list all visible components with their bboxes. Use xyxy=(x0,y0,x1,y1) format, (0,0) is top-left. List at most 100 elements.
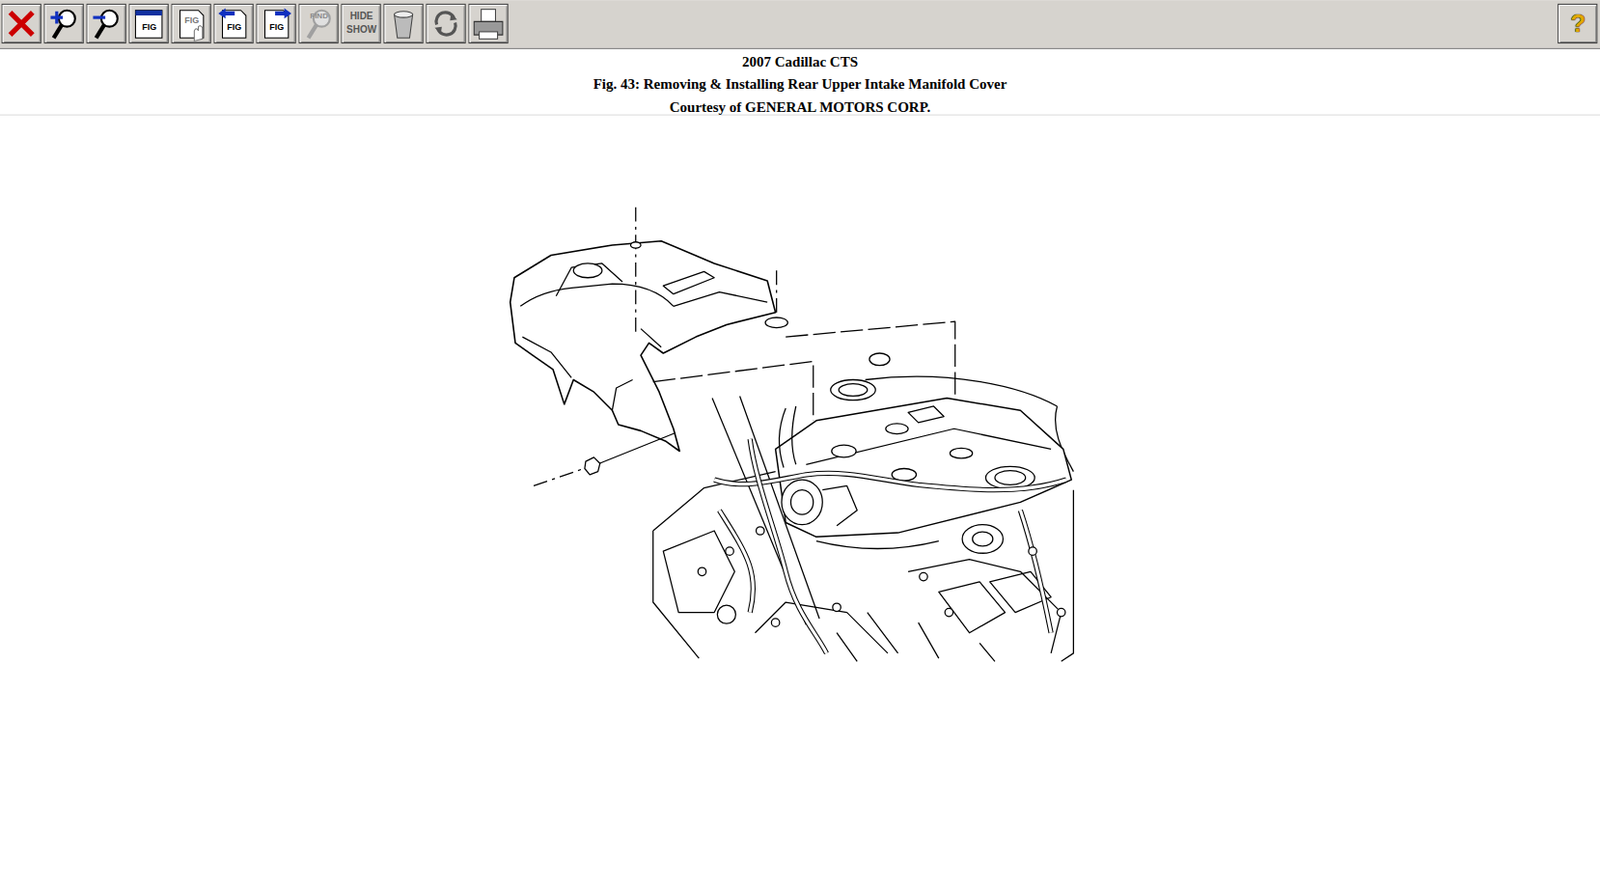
printer-out xyxy=(479,31,498,39)
bolt-hole xyxy=(885,423,909,435)
button-bevel xyxy=(172,4,210,42)
button-bevel xyxy=(87,4,125,42)
window-bar xyxy=(135,10,162,16)
button-face xyxy=(426,3,466,43)
button-face xyxy=(1,3,41,43)
toolbar-button xyxy=(86,3,126,43)
leader-dash xyxy=(634,207,636,337)
wire-harness xyxy=(1020,510,1051,634)
toolbar-button xyxy=(44,3,83,43)
toolbar-button xyxy=(256,3,296,43)
button-bevel xyxy=(130,4,167,42)
button-shadow xyxy=(173,5,210,42)
throttle-housing xyxy=(822,485,857,525)
pulley xyxy=(717,605,736,624)
icon-text: FIG xyxy=(226,22,242,31)
button-face xyxy=(171,3,211,43)
button-shadow xyxy=(343,5,380,42)
button-bevel xyxy=(342,4,380,42)
button-shadow xyxy=(428,5,465,42)
button-shadow xyxy=(258,5,295,42)
toolbar-button xyxy=(129,3,168,43)
arrow-right xyxy=(275,8,292,20)
plenum-port xyxy=(838,384,868,397)
toolbar-edge xyxy=(0,48,1600,50)
leader-dash xyxy=(653,360,814,420)
button-bevel xyxy=(45,4,83,42)
toolbar-button xyxy=(214,3,253,43)
cover-slot xyxy=(662,271,715,294)
fastener xyxy=(725,547,734,555)
wire-harness xyxy=(749,439,827,654)
leader-line xyxy=(597,432,676,465)
button-face xyxy=(44,3,83,43)
cap xyxy=(869,353,890,366)
credit-line: Courtesy of GENERAL MOTORS CORP. xyxy=(0,98,1600,116)
button-shadow xyxy=(131,5,167,42)
bracket xyxy=(662,530,735,613)
fastener xyxy=(832,603,841,611)
minus xyxy=(92,16,106,20)
cover-ridge xyxy=(520,283,674,306)
plus xyxy=(50,11,63,25)
wire-harness xyxy=(714,472,1067,490)
handle xyxy=(308,25,317,39)
button-shadow xyxy=(1560,5,1597,42)
button-bevel xyxy=(300,4,337,42)
button-shadow xyxy=(88,5,125,42)
upper-plenum xyxy=(775,398,1073,538)
engine-block xyxy=(653,471,1075,663)
fastener xyxy=(697,567,706,576)
button-face xyxy=(214,3,253,43)
icon-text: SHOW xyxy=(346,25,377,35)
sensor-body xyxy=(962,524,1003,554)
icon-text: FIG xyxy=(141,22,157,31)
bucket-rim xyxy=(394,11,414,18)
toolbar-button xyxy=(341,3,381,43)
hose xyxy=(779,406,797,468)
toolbar-ground xyxy=(0,0,1600,49)
button-face xyxy=(1558,3,1598,43)
button-shadow xyxy=(3,5,40,42)
button-shadow xyxy=(216,5,252,42)
toolbar-button xyxy=(299,3,338,43)
leader-dash xyxy=(775,270,777,319)
button-shadow xyxy=(386,5,422,42)
toolbar-button xyxy=(1,3,41,43)
button-face xyxy=(468,3,508,43)
toolbar-button xyxy=(1558,3,1598,43)
button-bevel xyxy=(2,4,40,42)
fastener xyxy=(771,618,779,627)
window-glyph xyxy=(135,10,162,39)
button-face xyxy=(256,3,296,43)
close-x xyxy=(10,12,33,35)
header-rule xyxy=(0,114,1600,116)
intake-cover xyxy=(510,241,776,452)
button-face xyxy=(341,3,381,43)
cover-flange xyxy=(611,379,633,411)
icon-text: FIG xyxy=(269,22,284,31)
sensor-bracket xyxy=(938,581,1006,634)
leader-dash xyxy=(533,467,587,486)
plenum-port xyxy=(830,379,877,400)
handle xyxy=(96,25,105,39)
toolbar xyxy=(0,0,1600,49)
handle xyxy=(54,25,62,39)
bolt-hole xyxy=(831,444,856,458)
button-face xyxy=(129,3,168,43)
button-shadow xyxy=(46,5,83,42)
toolbar-button xyxy=(384,3,423,43)
help-icon: ? xyxy=(1570,10,1586,36)
fastener xyxy=(919,572,928,580)
fastener xyxy=(1028,547,1037,555)
hand-glyph xyxy=(193,26,202,42)
wire-harness-core xyxy=(714,472,1067,490)
wire-harness-core xyxy=(718,510,753,613)
fastener xyxy=(756,526,765,535)
throttle-bore xyxy=(790,490,813,515)
button-face xyxy=(384,3,423,43)
icon-text: FIG xyxy=(184,16,199,26)
cover-cap xyxy=(573,263,603,278)
wire-harness-core xyxy=(1020,510,1051,634)
cover-ridge xyxy=(673,292,768,307)
